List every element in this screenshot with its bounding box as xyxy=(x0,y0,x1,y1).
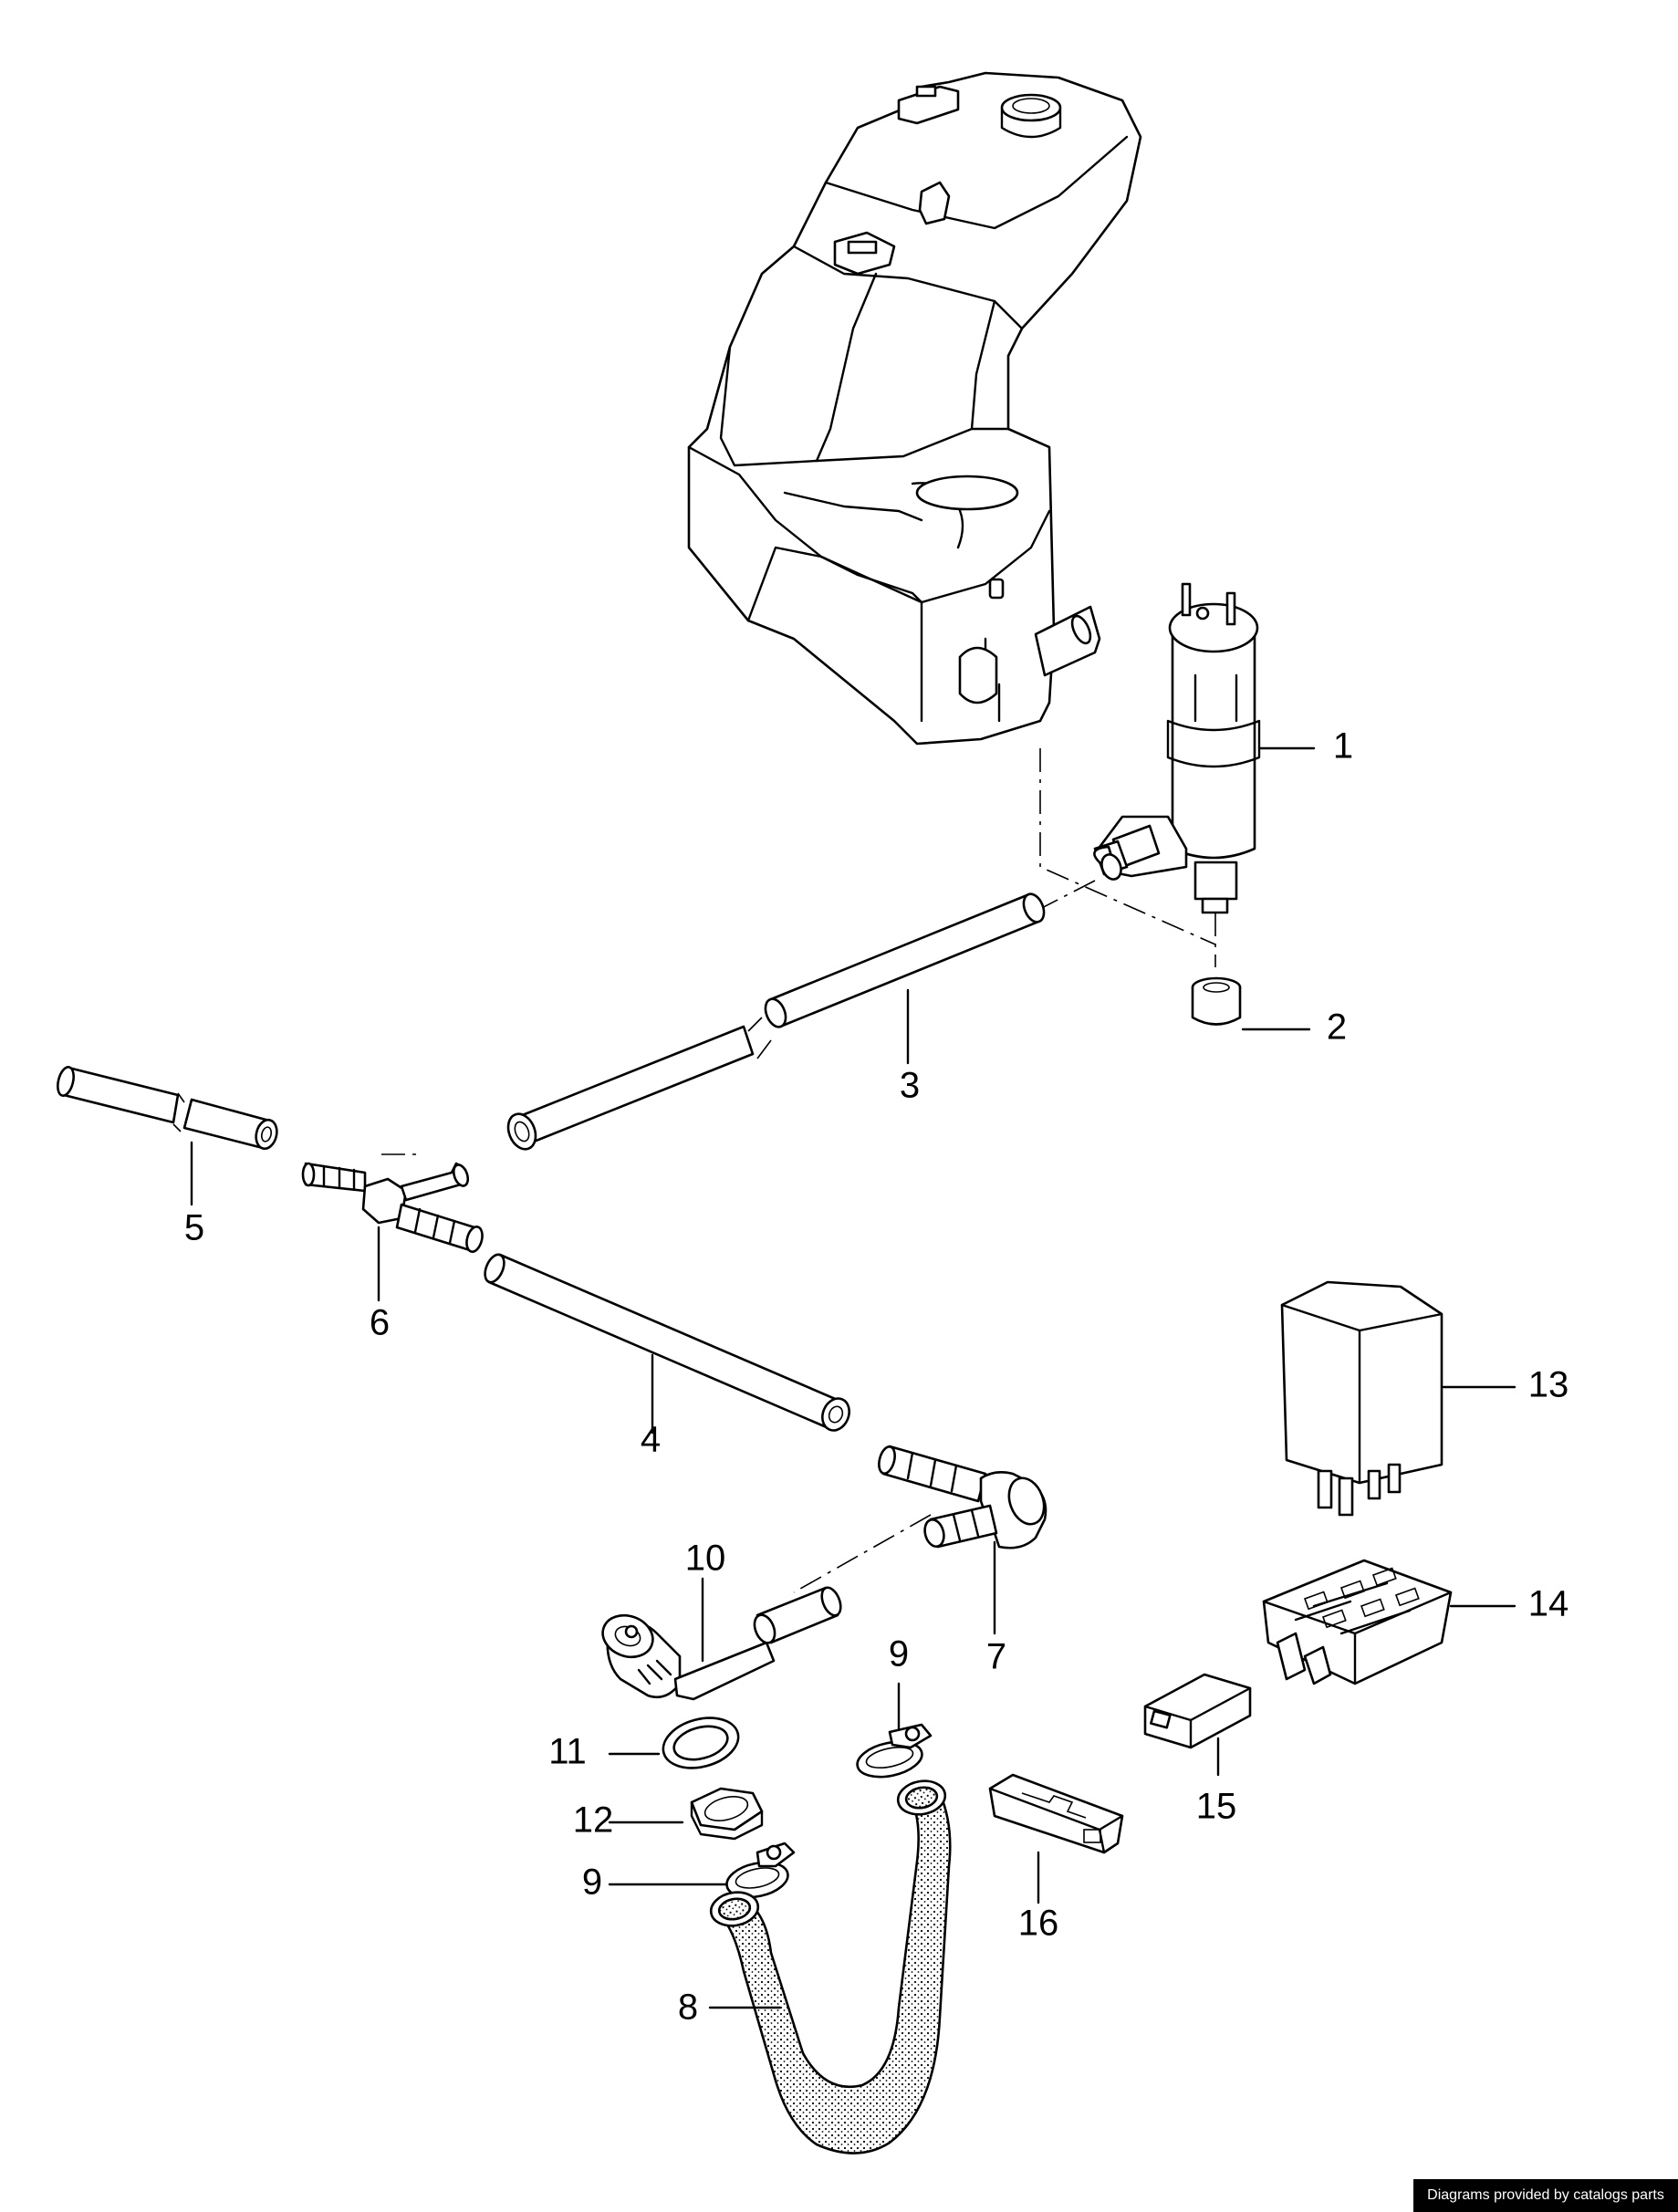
callout-12: 12 xyxy=(573,1800,614,1841)
hose-4 xyxy=(484,1253,850,1432)
relay-socket xyxy=(1262,1559,1453,1685)
nut xyxy=(690,1787,764,1841)
hose-3 xyxy=(506,892,1046,1151)
hose-5 xyxy=(57,1066,278,1151)
washer-reservoir xyxy=(687,71,1142,746)
callout-10: 10 xyxy=(685,1539,726,1579)
hose-clamp-lower xyxy=(725,1842,796,1899)
seal-ring xyxy=(662,1716,740,1769)
callout-15: 15 xyxy=(1196,1787,1237,1827)
elbow-connector xyxy=(878,1445,1047,1549)
washer-pump xyxy=(1093,582,1261,914)
grommet xyxy=(1191,976,1242,1026)
callout-11: 11 xyxy=(548,1732,587,1772)
callout-2: 2 xyxy=(1327,1007,1347,1048)
hose-clamp-upper xyxy=(856,1723,933,1779)
washer-nozzle xyxy=(601,1586,842,1701)
connector-15 xyxy=(1143,1673,1252,1749)
callout-9-lower: 9 xyxy=(582,1862,602,1903)
callout-16: 16 xyxy=(1018,1904,1059,1944)
callout-4: 4 xyxy=(641,1420,661,1460)
callout-1: 1 xyxy=(1333,726,1353,767)
relay xyxy=(1280,1280,1443,1517)
callout-9-upper: 9 xyxy=(889,1634,909,1675)
curved-hose xyxy=(709,1779,952,2155)
leader-lines xyxy=(190,746,1516,2009)
credit-banner: Diagrams provided by catalogs parts xyxy=(1413,2179,1678,2212)
callout-7: 7 xyxy=(986,1637,1006,1677)
callout-5: 5 xyxy=(184,1208,204,1248)
callout-3: 3 xyxy=(900,1066,920,1106)
assembly-line xyxy=(1039,748,1216,945)
callout-14: 14 xyxy=(1528,1584,1569,1624)
t-connector xyxy=(301,1162,484,1253)
assembly-line xyxy=(793,1514,932,1593)
connector-16 xyxy=(988,1773,1124,1854)
callout-6: 6 xyxy=(370,1303,390,1343)
callout-8: 8 xyxy=(678,1988,698,2028)
callout-13: 13 xyxy=(1528,1365,1569,1405)
